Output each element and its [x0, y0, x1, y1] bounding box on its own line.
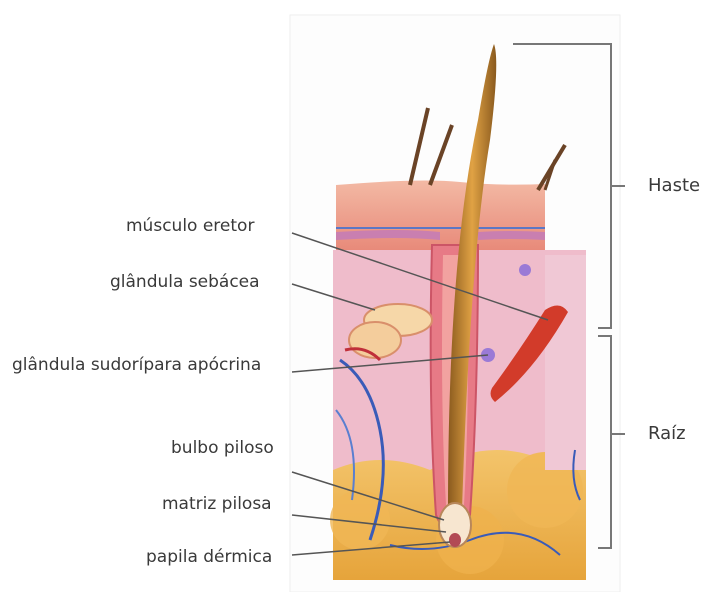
- label-musculo-eretor: músculo eretor: [126, 216, 254, 236]
- label-haste: Haste: [648, 175, 700, 196]
- basal-layer: [478, 231, 545, 240]
- label-glandula-sudoripara: glândula sudorípara apócrina: [12, 355, 261, 375]
- label-glandula-sebacea: glândula sebácea: [110, 272, 260, 292]
- sweat-gland: [519, 264, 531, 276]
- epidermis-layer: [336, 181, 545, 250]
- label-bulbo-piloso: bulbo piloso: [171, 438, 274, 458]
- sebaceous-gland-lobe: [349, 322, 401, 358]
- label-papila-dermica: papila dérmica: [146, 547, 272, 567]
- dermis-right: [545, 255, 586, 470]
- label-raiz: Raíz: [648, 423, 686, 444]
- label-matriz-pilosa: matriz pilosa: [162, 494, 272, 514]
- dermal-papilla: [449, 533, 461, 547]
